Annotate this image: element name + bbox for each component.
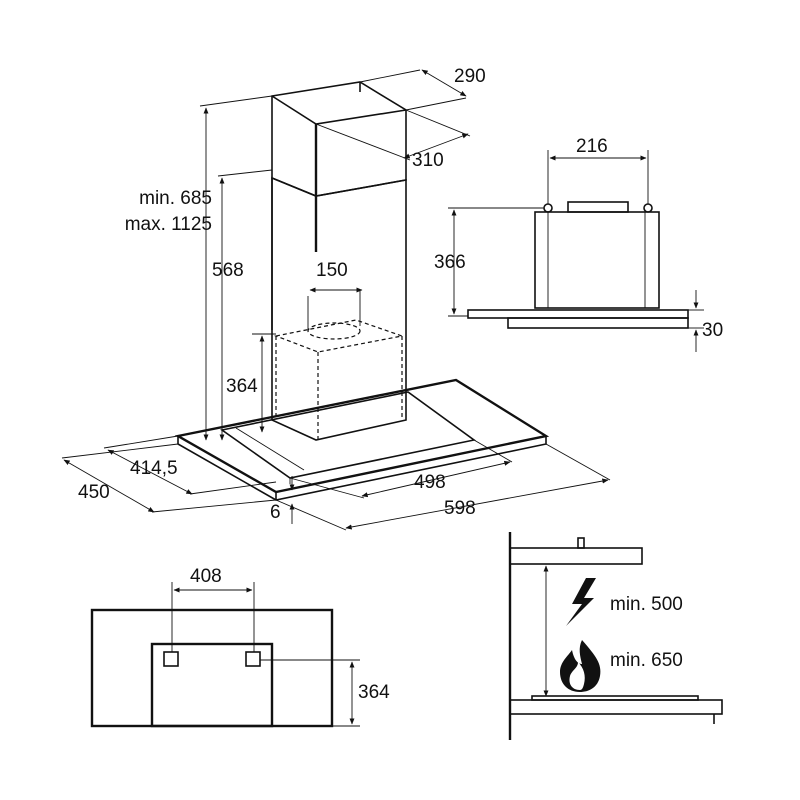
side-lower-panel bbox=[507, 317, 689, 329]
dim-label-top-width: 310 bbox=[412, 150, 444, 171]
dim-label-height-max: max. 1125 bbox=[125, 214, 212, 235]
clearance-gas-label: min. 650 bbox=[610, 650, 683, 671]
side-motor-top bbox=[567, 201, 629, 213]
clearance-hood bbox=[509, 547, 643, 565]
dim-label-height-min: min. 685 bbox=[139, 188, 212, 209]
clearance-hood-knob bbox=[577, 537, 585, 549]
dim-label-glass-thickness: 30 bbox=[702, 320, 723, 341]
side-glass bbox=[467, 309, 689, 319]
outlet-ring bbox=[307, 322, 361, 340]
dim-label-side-height: 366 bbox=[434, 252, 466, 273]
dim-label-width-inner: 498 bbox=[414, 472, 446, 493]
dim-label-holes: 408 bbox=[190, 566, 222, 587]
dim-label-bracket: 216 bbox=[576, 136, 608, 157]
wall-dimensions bbox=[171, 582, 360, 727]
main-dimensions bbox=[61, 69, 611, 531]
motor-box-top bbox=[273, 319, 405, 353]
upper-chimney bbox=[271, 81, 407, 197]
wall-outline bbox=[90, 608, 334, 728]
dim-label-top-depth: 290 bbox=[454, 66, 486, 87]
flame-icon bbox=[560, 640, 601, 692]
dim-label-motor-height: 364 bbox=[226, 376, 258, 397]
dim-label-inner-height: 568 bbox=[212, 260, 244, 281]
inner-rail-left bbox=[235, 427, 305, 471]
side-bracket-right bbox=[643, 203, 653, 213]
wall-hole-right bbox=[245, 651, 261, 667]
clearance-worktop bbox=[509, 699, 723, 715]
wall-motor-cover bbox=[150, 642, 274, 728]
clearance-hob bbox=[531, 695, 699, 701]
side-bracket-left bbox=[543, 203, 553, 213]
inner-body bbox=[220, 391, 476, 479]
side-dimensions bbox=[448, 150, 704, 352]
dim-label-width: 598 bbox=[444, 498, 476, 519]
main-hood-view bbox=[174, 81, 550, 501]
dim-label-outlet: 150 bbox=[316, 260, 348, 281]
wall-hole-left bbox=[163, 651, 179, 667]
lightning-icon bbox=[566, 578, 596, 626]
dim-label-glass: 6 bbox=[270, 502, 281, 523]
clearance-electric-label: min. 500 bbox=[610, 594, 683, 615]
dim-label-depth-inner: 414,5 bbox=[130, 458, 178, 479]
clearance-view bbox=[508, 532, 723, 740]
dim-label-wall-height: 364 bbox=[358, 682, 390, 703]
chimney-top-edge bbox=[271, 95, 407, 125]
side-body bbox=[534, 211, 660, 309]
dim-label-depth: 450 bbox=[78, 482, 110, 503]
wall-mount-view bbox=[90, 608, 334, 728]
side-view bbox=[467, 201, 689, 329]
lower-chimney bbox=[271, 176, 407, 441]
